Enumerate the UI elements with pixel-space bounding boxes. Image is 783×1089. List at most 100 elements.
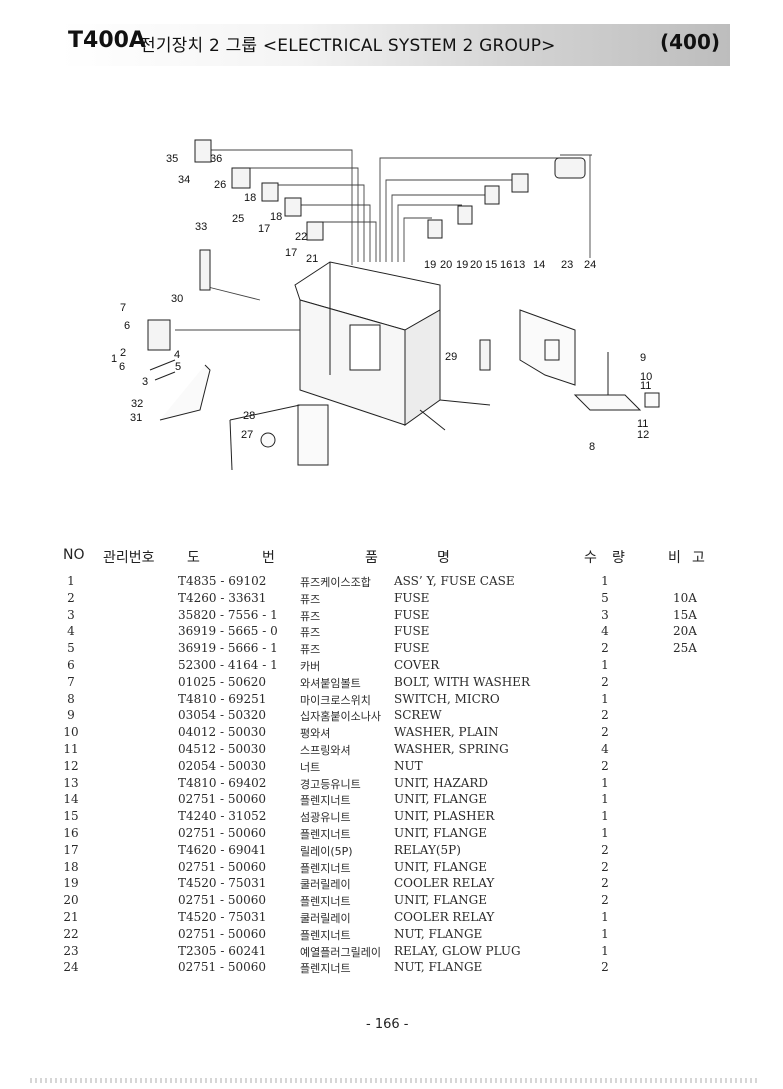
cell-name-en: ASS’ Y, FUSE CASE [394,574,515,588]
cell-part: T4835 - 69102 [178,574,267,588]
cell-no: 7 [67,674,75,689]
cell-qty: 2 [601,641,609,656]
callout-label: 33 [195,221,207,233]
callout-label: 7 [120,302,126,314]
cell-part: 02751 - 50060 [178,960,267,975]
cell-name-kr: 플렌지너트 [300,794,351,808]
cell-name-kr: 플렌지너트 [300,827,351,841]
cell-qty: 1 [601,926,609,941]
cell-part: T4620 - 69041 [178,842,267,857]
callout-label: 27 [241,429,253,441]
cell-no: 13 [63,775,79,790]
col-name-header-1: 품 [365,550,378,566]
callout-label: 6 [119,361,125,373]
callout-label: 20 [440,259,452,271]
cell-qty: 2 [601,674,609,689]
cell-part: 01025 - 50620 [178,674,267,689]
cell-no: 21 [63,909,79,924]
cell-name-kr: 카버 [300,659,321,673]
cell-part: 02751 - 50060 [178,859,267,874]
cell-remarks: 10A [673,590,697,605]
cell-qty: 4 [601,741,609,756]
model-code: T400A [68,28,146,53]
callout-label: 1 [111,353,117,365]
callout-label: 24 [584,259,596,271]
cell-name-en: COOLER RELAY [394,876,495,891]
cell-part: 04512 - 50030 [178,741,267,756]
cell-name-en: RELAY, GLOW PLUG [394,943,521,958]
callout-label: 21 [306,253,318,265]
cell-qty: 3 [601,607,609,622]
cell-no: 9 [67,708,75,723]
cell-name-kr: 너트 [300,760,321,774]
cell-name-en: SCREW [394,708,442,723]
cell-name-kr: 섬광유니트 [300,811,351,825]
cell-no: 2 [67,590,75,605]
cell-part: T4810 - 69402 [178,775,267,790]
cell-qty: 2 [601,725,609,740]
cell-remarks: 15A [673,607,697,622]
col-no-header: NO [63,547,85,563]
callout-label: 23 [561,259,573,271]
cell-name-en: COVER [394,657,440,672]
cell-name-en: UNIT, FLANGE [394,893,488,908]
cell-qty: 1 [601,943,609,958]
col-qty-header-1: 수 [584,550,597,566]
cell-no: 16 [63,825,79,840]
col-mgmt-header: 관리번호 [103,550,155,566]
cell-qty: 1 [601,909,609,924]
cell-qty: 1 [601,792,609,807]
wire-lines [175,149,592,331]
cell-name-en: SWITCH, MICRO [394,691,500,706]
cell-no: 3 [67,607,75,622]
cell-qty: 1 [601,825,609,840]
col-drawing-header-2: 번 [262,550,275,566]
lower-parts [149,359,329,471]
callout-label: 19 [456,259,468,271]
cell-name-en: RELAY(5P) [394,842,461,857]
cell-qty: 5 [601,590,609,605]
cell-no: 22 [63,926,79,941]
callout-label: 5 [175,361,181,373]
cell-name-kr: 쿨러릴레이 [300,878,351,892]
callout-label: 26 [214,179,226,191]
callout-label: 13 [513,259,525,271]
cell-name-kr: 플렌지너트 [300,895,351,909]
cell-name-en: WASHER, SPRING [394,741,509,756]
cell-no: 17 [63,842,79,857]
col-remarks-header-1: 비 [668,550,681,566]
fuse-frame [294,261,491,431]
cell-name-kr: 마이크로스위치 [300,693,371,707]
cell-qty: 1 [601,809,609,824]
callout-label: 34 [178,174,190,186]
cell-name-en: NUT [394,758,423,773]
cell-name-kr: 스프링와셔 [300,743,351,757]
cell-part: 02751 - 50060 [178,825,267,840]
cell-part: 04012 - 50030 [178,725,267,740]
callout-label: 20 [470,259,482,271]
cell-part: T4260 - 33631 [178,590,267,605]
cell-no: 15 [63,809,79,824]
cell-name-en: WASHER, PLAIN [394,725,499,740]
cell-name-en: NUT, FLANGE [394,960,483,975]
cell-name-en: FUSE [394,624,430,639]
callout-label: 8 [589,441,595,453]
cell-name-kr: 플렌지너트 [300,928,351,942]
callout-label: 18 [270,211,282,223]
callout-label: 15 [485,259,497,271]
cell-name-kr: 와셔붙임볼트 [300,676,361,690]
scan-artifact [30,1078,760,1083]
callout-label: 10 [640,371,652,383]
cell-part: 36919 - 5666 - 1 [178,641,278,656]
relay-parts [147,139,586,371]
